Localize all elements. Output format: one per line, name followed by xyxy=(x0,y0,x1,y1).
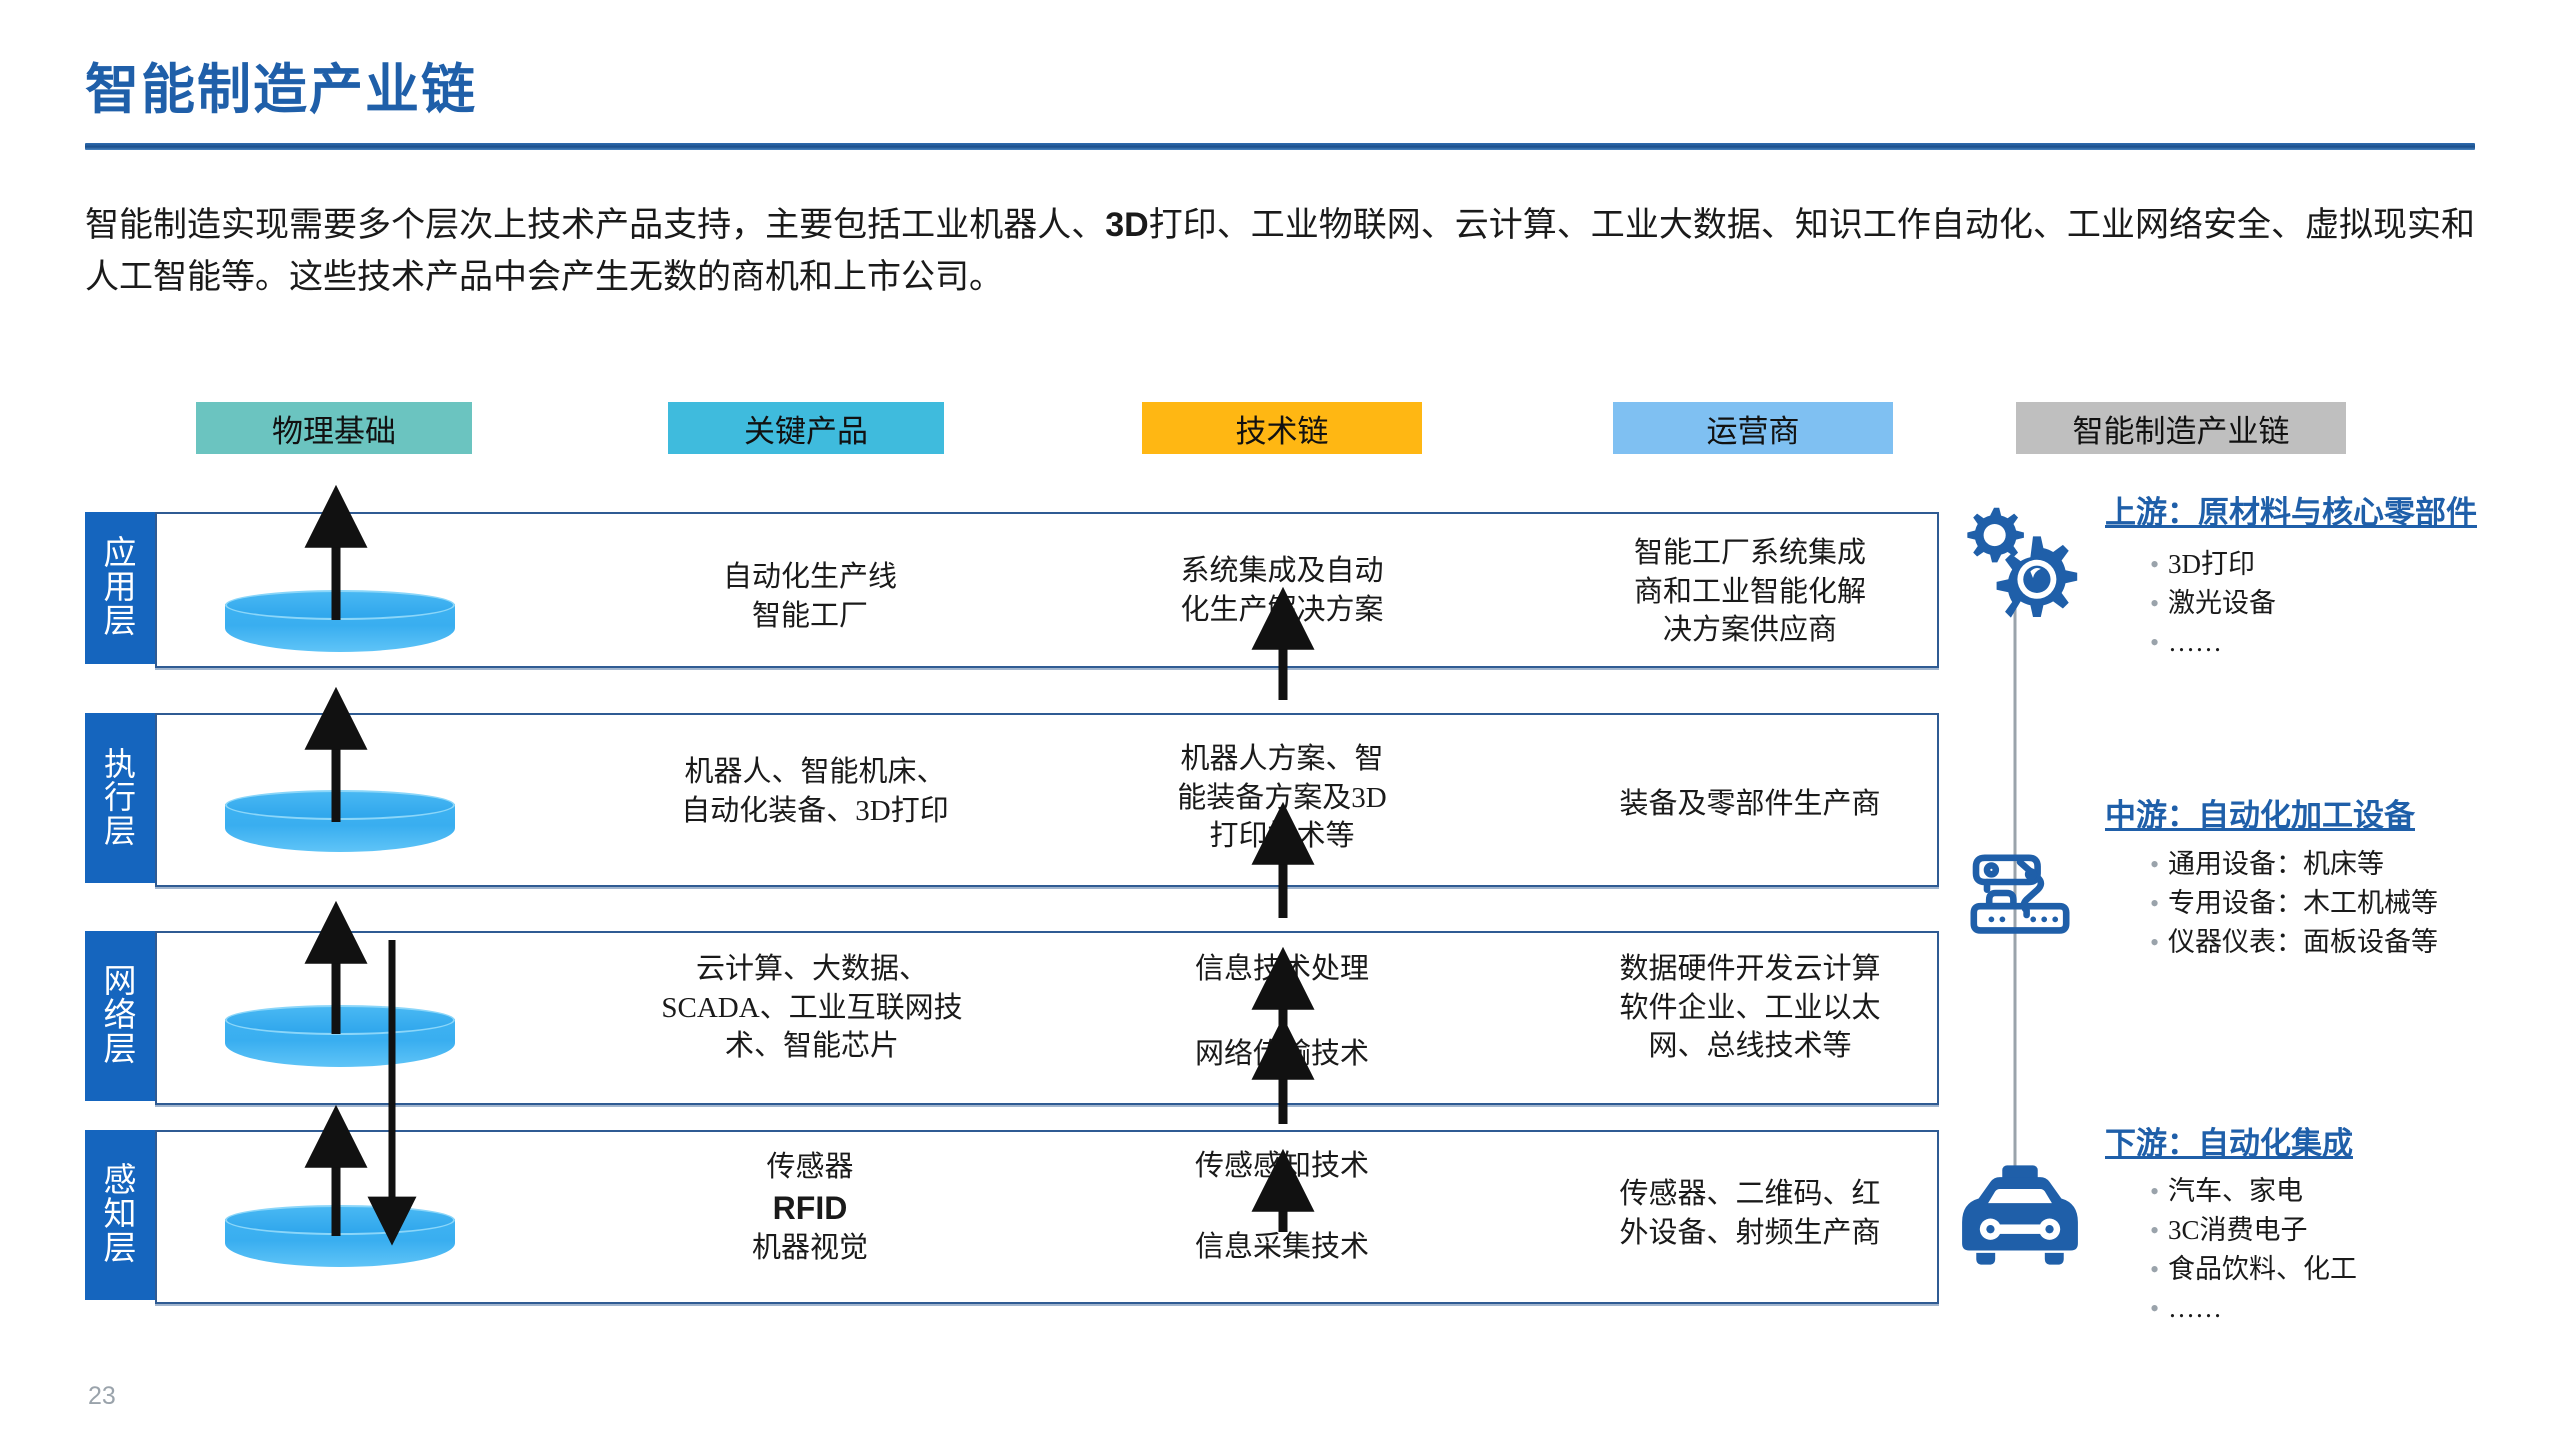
intro-line2: 动化、工业网络安全、虚拟现实和人工智能等。这些技术产品中会产生无数的商机和上市公… xyxy=(85,207,2476,296)
bullet-dot: • xyxy=(2150,1215,2160,1245)
cell-operator-network: 数据硬件开发云计算 软件企业、工业以太 网、总线技术等 xyxy=(1619,953,1881,1063)
cell-tech-chain-application: 系统集成及自动 化生产解决方案 xyxy=(1180,555,1384,626)
layer-tab-char: 层 xyxy=(103,812,136,849)
layer-tab-char: 层 xyxy=(103,1231,137,1268)
chain-heading-midstream: 中游：自动化加工设备 xyxy=(2105,798,2415,833)
layer-tab-char: 用 xyxy=(103,569,137,606)
layer-tab-char: 层 xyxy=(103,1032,137,1069)
layer-tab-execution[interactable]: 执 行 层 xyxy=(85,713,155,883)
bullet-dot: • xyxy=(2150,1293,2160,1323)
column-header-operator: 运营商 xyxy=(1613,402,1893,454)
intro-line1-c: 打印、工业物联网、云计算、工业大数据、知识工作自 xyxy=(1148,207,1965,244)
cell-key-product-network: 云计算、大数据、 SCADA、工业互联网技 术、智能芯片 xyxy=(661,953,963,1063)
list-item: •…… xyxy=(2150,623,2276,662)
chain-items-midstream: •通用设备：机床等 •专用设备：木工机械等 •仪器仪表：面板设备等 xyxy=(2150,845,2438,962)
page-number: 23 xyxy=(88,1382,116,1410)
gears-icon xyxy=(1955,500,2085,630)
layer-tab-char: 感 xyxy=(103,1162,137,1199)
list-item: •3D打印 xyxy=(2150,545,2276,584)
list-item: •3C消费电子 xyxy=(2150,1211,2357,1250)
cell-operator-perception: 传感器、二维码、红 外设备、射频生产商 xyxy=(1619,1178,1881,1249)
cell-key-product-execution: 机器人、智能机床、 自动化装备、3D打印 xyxy=(681,756,949,827)
chain-items-upstream: •3D打印 •激光设备 •…… xyxy=(2150,545,2276,662)
list-item: •…… xyxy=(2150,1289,2357,1328)
bullet-dot: • xyxy=(2150,1177,2160,1206)
column-header-tech-chain: 技术链 xyxy=(1142,402,1422,454)
robot-arm-icon xyxy=(1965,838,2075,948)
bullet-dot: • xyxy=(2150,627,2160,657)
cell-operator-application: 智能工厂系统集成 商和工业智能化解 决方案供应商 xyxy=(1633,537,1866,647)
cell-tech-chain-network: 信息技术处理 网络传输技术 xyxy=(1194,953,1369,1070)
cell-tech-chain-execution: 机器人方案、智 能装备方案及3D 打印技术等 xyxy=(1177,743,1387,853)
list-item: •专用设备：木工机械等 xyxy=(2150,884,2438,923)
layer-tab-char: 执 xyxy=(103,746,136,783)
layer-tab-application[interactable]: 应 用 层 xyxy=(85,512,155,664)
cell-key-product-application: 自动化生产线 智能工厂 xyxy=(722,561,897,632)
cell-key-product-perception: 传感器 RFID 机器视觉 xyxy=(751,1151,868,1265)
layer-tab-perception[interactable]: 感 知 层 xyxy=(85,1130,155,1300)
intro-paragraph: 智能制造实现需要多个层次上技术产品支持，主要包括工业机器人、3D打印、工业物联网… xyxy=(85,200,2475,303)
intro-line1-a: 智能制造实现需要多个层次上技术产品支持，主要包括工业机器人、 xyxy=(85,207,1106,244)
bullet-dot: • xyxy=(2150,927,2160,957)
cylinder-icon xyxy=(225,790,455,862)
cell-operator-execution: 装备及零部件生产商 xyxy=(1619,788,1881,820)
layer-row-execution xyxy=(155,713,1939,887)
bullet-dot: • xyxy=(2150,1254,2160,1284)
layer-tab-char: 知 xyxy=(103,1196,137,1233)
column-header-industry-chain: 智能制造产业链 xyxy=(2016,402,2346,454)
cylinder-icon xyxy=(225,590,455,662)
column-header-key-product: 关键产品 xyxy=(668,402,944,454)
list-item: •汽车、家电 xyxy=(2150,1172,2357,1211)
list-item: •通用设备：机床等 xyxy=(2150,845,2438,884)
car-icon xyxy=(1955,1155,2085,1275)
layer-tab-char: 络 xyxy=(103,997,137,1034)
layer-tab-network[interactable]: 网 络 层 xyxy=(85,931,155,1101)
title-divider xyxy=(85,143,2475,150)
chain-items-downstream: •汽车、家电 •3C消费电子 •食品饮料、化工 •…… xyxy=(2150,1172,2357,1328)
chain-heading-upstream: 上游：原材料与核心零部件 xyxy=(2105,495,2477,530)
cell-tech-chain-perception: 传感感知技术 信息采集技术 xyxy=(1194,1150,1369,1263)
list-item: •仪器仪表：面板设备等 xyxy=(2150,923,2438,962)
cylinder-icon xyxy=(225,1005,455,1077)
list-item: •食品饮料、化工 xyxy=(2150,1250,2357,1289)
layer-row-application xyxy=(155,512,1939,668)
layer-tab-char: 应 xyxy=(103,535,137,572)
layer-tab-char: 网 xyxy=(103,963,137,1000)
page-title: 智能制造产业链 xyxy=(85,60,477,120)
layer-tab-char: 层 xyxy=(103,604,137,641)
bullet-dot: • xyxy=(2150,550,2160,579)
bullet-dot: • xyxy=(2150,850,2160,879)
list-item: •激光设备 xyxy=(2150,584,2276,623)
column-header-physical-base: 物理基础 xyxy=(196,402,472,454)
cylinder-icon xyxy=(225,1205,455,1277)
chain-heading-downstream: 下游：自动化集成 xyxy=(2105,1126,2353,1161)
bullet-dot: • xyxy=(2150,888,2160,918)
bullet-dot: • xyxy=(2150,588,2160,618)
intro-line1-b: 3D xyxy=(1105,206,1149,244)
layer-tab-char: 行 xyxy=(103,779,136,816)
